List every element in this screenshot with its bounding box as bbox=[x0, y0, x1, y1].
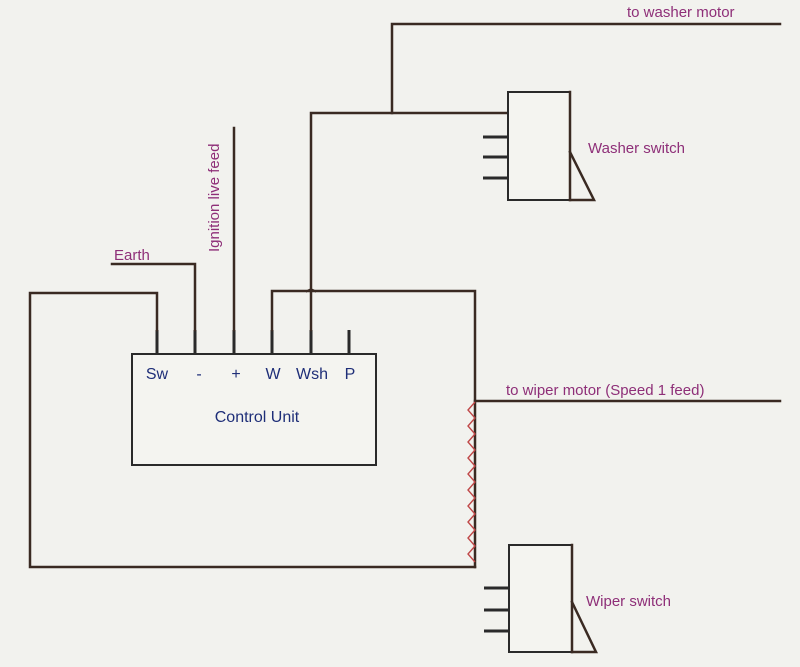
wire-shading bbox=[467, 401, 476, 563]
wire-wsh-to-washer-switch bbox=[309, 111, 510, 332]
wiper-switch-body bbox=[508, 544, 573, 653]
terminal-label-w: W bbox=[265, 366, 281, 383]
wire-crossover-hop bbox=[305, 288, 317, 293]
wiper-motor-label: to wiper motor (Speed 1 feed) bbox=[506, 382, 704, 399]
ignition-feed-label: Ignition live feed bbox=[206, 144, 223, 252]
terminal-label-wsh: Wsh bbox=[296, 366, 328, 383]
wiper-switch bbox=[484, 543, 598, 654]
terminal-label-sw: Sw bbox=[146, 366, 169, 383]
wire-earth bbox=[110, 262, 197, 332]
wire-sw-to-wiper-switch bbox=[28, 291, 477, 569]
terminal-label-p: P bbox=[345, 366, 356, 383]
wiper-switch-lever bbox=[570, 600, 598, 654]
washer-motor-label: to washer motor bbox=[627, 4, 735, 21]
terminal-label-minus: - bbox=[196, 366, 201, 383]
control-unit-box bbox=[131, 353, 377, 466]
wire-to-washer-motor bbox=[390, 22, 782, 115]
earth-label: Earth bbox=[114, 247, 150, 264]
washer-switch-body bbox=[507, 91, 571, 201]
wiper-switch-label: Wiper switch bbox=[586, 593, 671, 610]
control-unit-label: Control Unit bbox=[215, 409, 300, 426]
terminal-label-plus: + bbox=[231, 366, 240, 383]
wire-w-to-wiper-switch bbox=[270, 289, 477, 569]
washer-switch-label: Washer switch bbox=[588, 140, 685, 157]
washer-switch-lever bbox=[568, 150, 597, 202]
washer-switch bbox=[483, 90, 597, 202]
